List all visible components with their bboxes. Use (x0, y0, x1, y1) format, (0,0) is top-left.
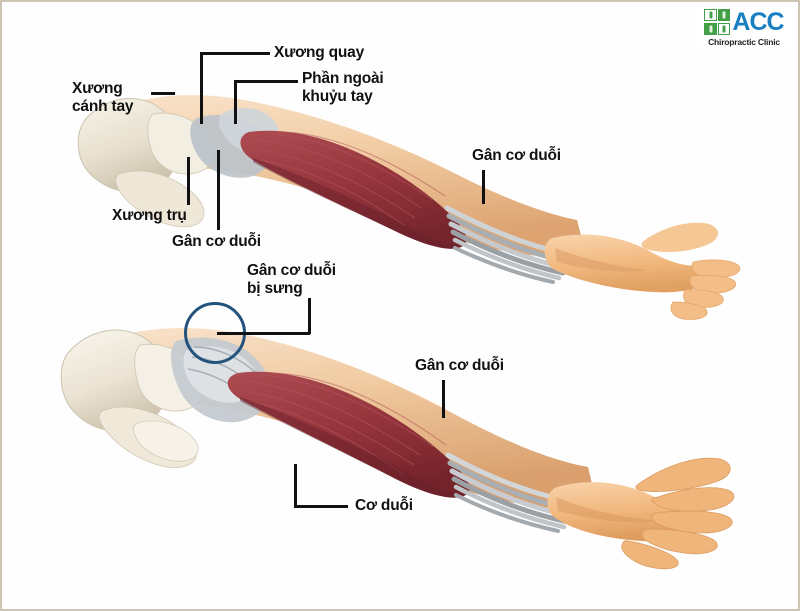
logo-brand-text: ACC (732, 8, 784, 36)
upper-fingers (670, 259, 741, 320)
extensor-muscle-belly-2 (227, 371, 470, 498)
lower-fingers (621, 457, 735, 570)
muscle-striations (254, 131, 446, 227)
label-lateral-elbow: Phần ngoài khuỷu tay (302, 70, 384, 105)
leader-lateral-h (234, 80, 298, 83)
logo-top-row: ACC (704, 8, 785, 36)
acc-logo[interactable]: ACC Chiropractic Clinic (696, 8, 792, 52)
upper-thumb (641, 222, 718, 252)
leader-lateral-v (234, 80, 237, 124)
leader-radius-v (200, 52, 203, 124)
label-extensor-tendon-right: Gân cơ duỗi (472, 147, 561, 164)
label-extensor-muscle: Cơ duỗi (355, 497, 413, 514)
label-humerus: Xương cánh tay (72, 80, 134, 115)
leader-muscle-v (294, 464, 297, 507)
upper-arm-figure (57, 62, 741, 320)
leader-humerus (151, 92, 175, 95)
leader-tendon-right (482, 170, 485, 204)
ulna-bone (115, 170, 205, 228)
leader-ulna (187, 157, 190, 205)
acc-mark-icon (704, 9, 731, 35)
extensor-muscle-belly (240, 130, 467, 249)
label-ulna: Xương trụ (112, 207, 187, 224)
leader-swollen-h (217, 332, 310, 335)
logo-tagline: Chiropractic Clinic (708, 37, 780, 47)
leader-radius-h (200, 52, 270, 55)
leader-muscle-h (294, 505, 348, 508)
label-extensor-tendon-lower: Gân cơ duỗi (415, 357, 504, 374)
label-radius: Xương quay (274, 44, 365, 61)
wrist-shading-2 (556, 497, 656, 523)
leader-tendon-lower (442, 380, 445, 418)
lower-arm-figure (42, 297, 762, 570)
leader-tendon-upper (217, 150, 220, 230)
leader-swollen-v (308, 298, 311, 334)
label-swollen-tendon: Gân cơ duỗi bị sưng (247, 262, 336, 297)
muscle-shadow-2 (240, 397, 464, 497)
wrist-shading (555, 248, 647, 272)
muscle-striations-2 (243, 372, 447, 476)
muscle-shadow (253, 158, 461, 248)
upper-hand (544, 234, 720, 293)
label-extensor-tendon-upper: Gân cơ duỗi (172, 233, 261, 250)
olecranon (133, 420, 199, 462)
